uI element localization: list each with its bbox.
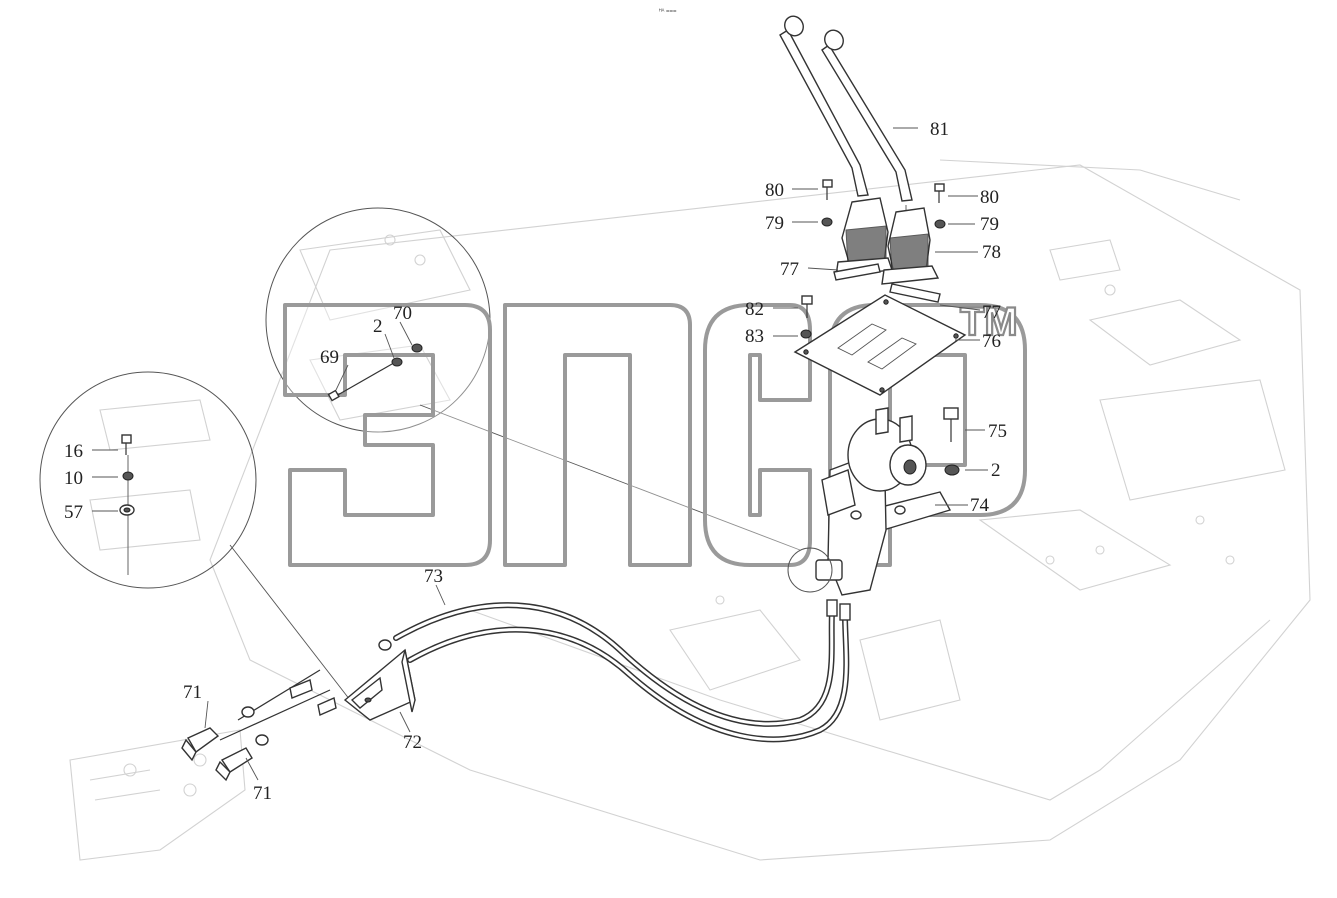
leader-lines: [92, 127, 988, 781]
clevis-ends: [181, 706, 269, 782]
callout-69: 69: [320, 347, 339, 368]
callout-72: 72: [403, 732, 422, 753]
callout-75: 75: [988, 421, 1007, 442]
callout-2-left: 2: [373, 316, 383, 337]
callout-71-top: 71: [183, 682, 202, 703]
callout-74: 74: [970, 495, 990, 516]
callout-70: 70: [393, 303, 412, 324]
callout-82: 82: [745, 299, 764, 320]
lever-base-bracket: [787, 407, 952, 596]
fasteners: [119, 179, 960, 516]
control-cables: [219, 599, 851, 743]
callout-83: 83: [745, 326, 764, 347]
callout-76: 76: [982, 331, 1001, 352]
callout-10: 10: [64, 468, 83, 489]
chassis-outline: [69, 159, 1311, 861]
rubber-boots: [835, 197, 940, 285]
callout-77-right: 77: [982, 302, 1001, 323]
callout-labels: 81 80 80 79 79 78 77 77 82 83 76 75 2 74…: [64, 119, 1007, 804]
callout-81: 81: [930, 119, 949, 140]
callout-79-right: 79: [980, 214, 999, 235]
control-levers: [779, 15, 913, 215]
callout-57: 57: [64, 502, 83, 523]
callout-16: 16: [64, 441, 83, 462]
callout-71-bottom: 71: [253, 783, 272, 804]
callout-79-left: 79: [765, 213, 784, 234]
mounting-plates: [793, 263, 967, 396]
callout-73: 73: [424, 566, 443, 587]
callout-80-left: 80: [765, 180, 784, 201]
callout-2-right: 2: [991, 460, 1001, 481]
callout-77-left: 77: [780, 259, 799, 280]
trademark-text: TM: [960, 300, 1018, 344]
callout-78: 78: [982, 242, 1001, 263]
cable-bracket: [343, 648, 416, 721]
callout-80-right: 80: [980, 187, 999, 208]
header-mark: ᴴᴬ ===: [659, 7, 677, 15]
